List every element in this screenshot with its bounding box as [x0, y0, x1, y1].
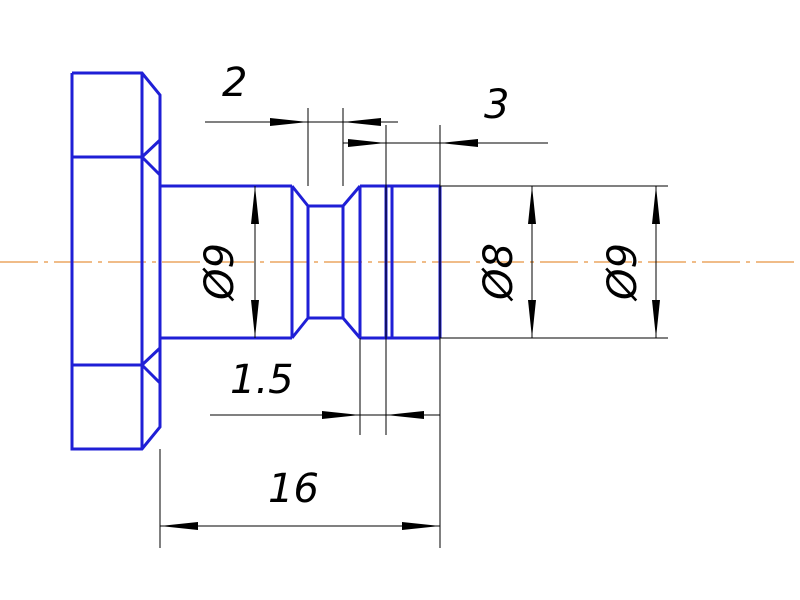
hex-head: [70, 71, 162, 451]
dim-diameter-collar: Ø8: [476, 243, 522, 302]
dim-diameter-shank: Ø9: [197, 243, 243, 302]
shank: [160, 184, 294, 340]
dim-collar-width: 3: [484, 82, 509, 128]
dim-step-width: 1.5: [230, 357, 294, 403]
groove: [290, 185, 362, 339]
dim-overall-length: 16: [268, 466, 319, 512]
part-outline: [70, 71, 442, 451]
dimension-lines: [159, 108, 668, 548]
dim-groove-width: 2: [222, 60, 247, 106]
dim-diameter-outer: Ø9: [600, 243, 646, 302]
